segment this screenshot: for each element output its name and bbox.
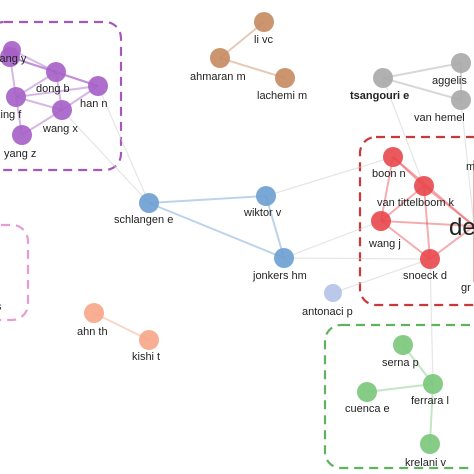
label-de: de — [449, 214, 474, 241]
cluster-box-red — [358, 135, 474, 307]
cluster-box-pink — [0, 223, 30, 322]
edge-schlangen_e-wiktor_v — [148, 195, 267, 204]
label-ahn_th: ahn th — [77, 326, 108, 338]
edge-jonkers_hm-wang_j — [283, 220, 382, 259]
edge-schlangen_e-wang_x — [61, 109, 150, 204]
node-lachemi_m[interactable] — [275, 68, 295, 88]
label-snoeck_d: snoeck d — [403, 270, 447, 282]
label-krelani_v: krelani v — [405, 457, 446, 469]
node-dong_b[interactable] — [46, 62, 66, 82]
label-cuenca_e: cuenca e — [345, 403, 390, 415]
edge-wiktor_v-jonkers_hm — [265, 195, 285, 259]
label-lachemi_m: lachemi m — [257, 90, 307, 102]
label-yang_y: yang y — [0, 53, 27, 65]
edges — [9, 21, 474, 445]
edge-ferrara_l-snoeck_d — [429, 258, 434, 385]
label-han_n: han n — [80, 98, 108, 110]
edge-boon_n-wang_j — [380, 156, 394, 222]
edge-tsangouri_e-aggelis — [382, 62, 462, 79]
label-yang_z: yang z — [4, 148, 36, 160]
edge-boon_n-de — [392, 156, 474, 227]
label-wiktor_v: wiktor v — [243, 207, 282, 219]
label-jonkers_hm: jonkers hm — [252, 270, 307, 282]
label-kishi_t: kishi t — [132, 351, 160, 363]
node-wang_x[interactable] — [52, 100, 72, 120]
label-van_tittelboom_k: van tittelboom k — [377, 197, 455, 209]
node-yang_z[interactable] — [12, 125, 32, 145]
labels: yang y dong b han n xing f wang x yang z li vc… — [0, 34, 474, 469]
label-li_vc: li vc — [254, 34, 273, 46]
edge-wang_j-de — [380, 220, 474, 227]
label-antonaci_p: antonaci p — [302, 306, 353, 318]
label-aggelis: aggelis — [432, 75, 467, 87]
node-ahn_th[interactable] — [84, 303, 104, 323]
node-boon_n[interactable] — [383, 147, 403, 167]
label-gr_red: gr — [461, 282, 471, 294]
node-van_tittelboom_k[interactable] — [414, 176, 434, 196]
edge-van_tittelboom_k-de — [423, 185, 474, 227]
node-aggelis[interactable] — [451, 53, 471, 73]
label-m_red: m — [466, 161, 474, 173]
label-dong_b: dong b — [36, 83, 70, 95]
label-wang_x: wang x — [42, 123, 78, 135]
node-han_n[interactable] — [88, 76, 108, 96]
edge-schlangen_e-jonkers_hm — [148, 202, 285, 259]
node-schlangen_e[interactable] — [139, 193, 159, 213]
node-van_hemel[interactable] — [451, 90, 471, 110]
label-wang_j: wang j — [368, 238, 401, 250]
nodes — [0, 12, 471, 454]
edge-antonaci_p-snoeck_d — [332, 258, 431, 294]
node-ahmaran_m[interactable] — [210, 48, 230, 68]
edge-jonkers_hm-snoeck_d — [283, 257, 431, 260]
label-xing_f: xing f — [0, 109, 22, 121]
edge-tsangouri_e-van_tittelboom_k — [382, 77, 425, 187]
node-tsangouri_e[interactable] — [373, 68, 393, 88]
label-boon_n: boon n — [372, 168, 406, 180]
node-p_top[interactable] — [3, 41, 21, 59]
label-schlangen_e: schlangen e — [114, 214, 173, 226]
node-kishi_t[interactable] — [139, 330, 159, 350]
node-serna_p[interactable] — [393, 335, 413, 355]
edge-wang_j-snoeck_d — [380, 220, 431, 260]
node-li_vc[interactable] — [254, 12, 274, 32]
edge-van_tittelboom_k-snoeck_d — [423, 185, 431, 260]
edge-schlangen_e-han_n — [97, 85, 150, 204]
label-ferrara_l: ferrara l — [411, 395, 449, 407]
node-snoeck_d[interactable] — [420, 249, 440, 269]
label-tsangouri_e: tsangouri e — [350, 90, 409, 102]
cluster-box-purple — [0, 20, 123, 172]
node-krelani_v[interactable] — [420, 434, 440, 454]
edge-ferrara_l-krelani_v — [429, 383, 434, 445]
label-van_hemel: van hemel — [414, 112, 465, 124]
edge-tsangouri_e-van_hemel — [382, 77, 462, 101]
cluster-box-green — [323, 323, 474, 470]
edge-ahn_th-kishi_t — [93, 312, 150, 341]
node-cuenca_e[interactable] — [357, 382, 377, 402]
edge-han_n-xing_f — [15, 85, 99, 98]
node-ferrara_l[interactable] — [423, 374, 443, 394]
node-xing_f[interactable] — [6, 87, 26, 107]
edge-van_hemel-de — [460, 99, 474, 227]
node-wiktor_v[interactable] — [256, 186, 276, 206]
edge-wiktor_v-boon_n — [265, 156, 394, 197]
edge-ahmaran_m-lachemi_m — [219, 57, 286, 79]
label-pink_s: s — [0, 301, 2, 313]
label-ahmaran_m: ahmaran m — [190, 71, 246, 83]
node-jonkers_hm[interactable] — [274, 248, 294, 268]
node-wang_j[interactable] — [371, 211, 391, 231]
node-antonaci_p[interactable] — [324, 284, 342, 302]
cluster-boxes — [0, 20, 474, 470]
edge-cuenca_e-ferrara_l — [366, 383, 434, 393]
label-serna_p: serna p — [382, 357, 419, 369]
